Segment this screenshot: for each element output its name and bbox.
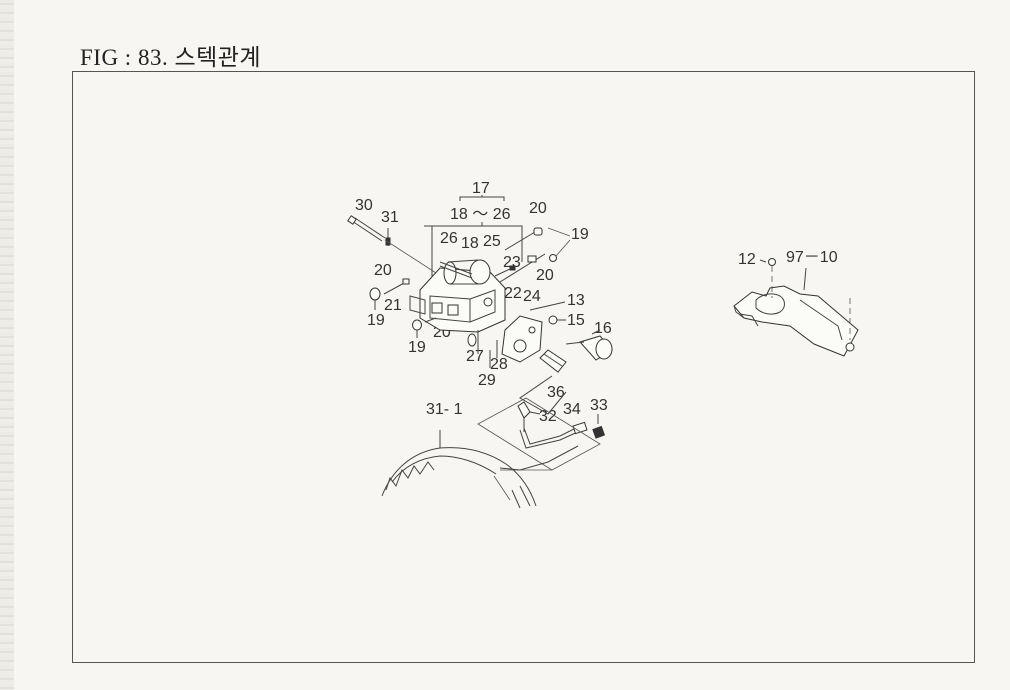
callout-20-mid: 20 bbox=[536, 267, 554, 284]
callout-17: 17 bbox=[472, 180, 490, 197]
callout-18: 18 bbox=[461, 235, 479, 252]
screw-23 bbox=[499, 253, 546, 283]
washer-19-lower bbox=[412, 317, 437, 338]
washer-19-top bbox=[547, 227, 571, 262]
callout-34: 34 bbox=[563, 401, 581, 418]
pin-22 bbox=[494, 265, 516, 277]
connector-33 bbox=[592, 414, 606, 439]
callout-97-10: 97－10 bbox=[786, 249, 838, 266]
pipe-34 bbox=[519, 421, 588, 449]
callout-13: 13 bbox=[567, 292, 585, 309]
callout-32: 32 bbox=[539, 408, 557, 425]
callout-29: 29 bbox=[478, 372, 496, 389]
callout-25: 25 bbox=[483, 233, 501, 250]
cover-plate-97-10 bbox=[733, 285, 859, 357]
solenoid-16 bbox=[565, 329, 613, 361]
callout-28: 28 bbox=[490, 356, 508, 373]
callout-15: 15 bbox=[567, 312, 585, 329]
group-bracket-17 bbox=[459, 195, 505, 201]
bracket-13 bbox=[501, 301, 566, 363]
figure-title: FIG : 83. 스텍관계 bbox=[80, 45, 262, 70]
callout-31-1: 31- 1 bbox=[426, 401, 463, 418]
callout-12: 12 bbox=[738, 251, 756, 268]
cylinder-18 bbox=[439, 259, 491, 285]
callout-26: 26 bbox=[440, 230, 458, 247]
callout-22: 22 bbox=[504, 285, 522, 302]
leader-97-10 bbox=[803, 267, 807, 291]
stack-housing bbox=[409, 267, 506, 333]
bolt-12 bbox=[759, 258, 776, 298]
callout-23: 23 bbox=[503, 254, 521, 271]
callout-16: 16 bbox=[594, 320, 612, 337]
group-bracket-18-26 bbox=[424, 222, 523, 280]
callout-20-left: 20 bbox=[374, 262, 392, 279]
fitting-32 bbox=[517, 401, 541, 432]
callout-33: 33 bbox=[590, 397, 608, 414]
callout-31: 31 bbox=[381, 209, 399, 226]
bolt-30 bbox=[347, 215, 386, 242]
screw-20-left bbox=[383, 278, 410, 295]
connector-36 bbox=[519, 349, 567, 415]
callout-27: 27 bbox=[466, 348, 484, 365]
callout-19-top: 19 bbox=[571, 226, 589, 243]
spacer-28 bbox=[489, 340, 498, 368]
callout-18-26: 18 ～ 26 bbox=[450, 206, 511, 223]
plate-27 bbox=[467, 330, 479, 354]
callout-19-lower: 19 bbox=[408, 339, 426, 356]
scan-edge bbox=[0, 0, 14, 690]
callout-19-left: 19 bbox=[367, 312, 385, 329]
screw-20-top bbox=[504, 227, 543, 251]
engine-housing-31-1 bbox=[381, 430, 579, 509]
washer-19-left bbox=[369, 287, 381, 310]
callout-30: 30 bbox=[355, 197, 373, 214]
bolt-15 bbox=[548, 315, 566, 325]
callout-20-top: 20 bbox=[529, 200, 547, 217]
callout-24: 24 bbox=[523, 288, 541, 305]
diagram-frame bbox=[72, 71, 975, 663]
callout-21: 21 bbox=[384, 297, 402, 314]
callout-36: 36 bbox=[547, 384, 565, 401]
